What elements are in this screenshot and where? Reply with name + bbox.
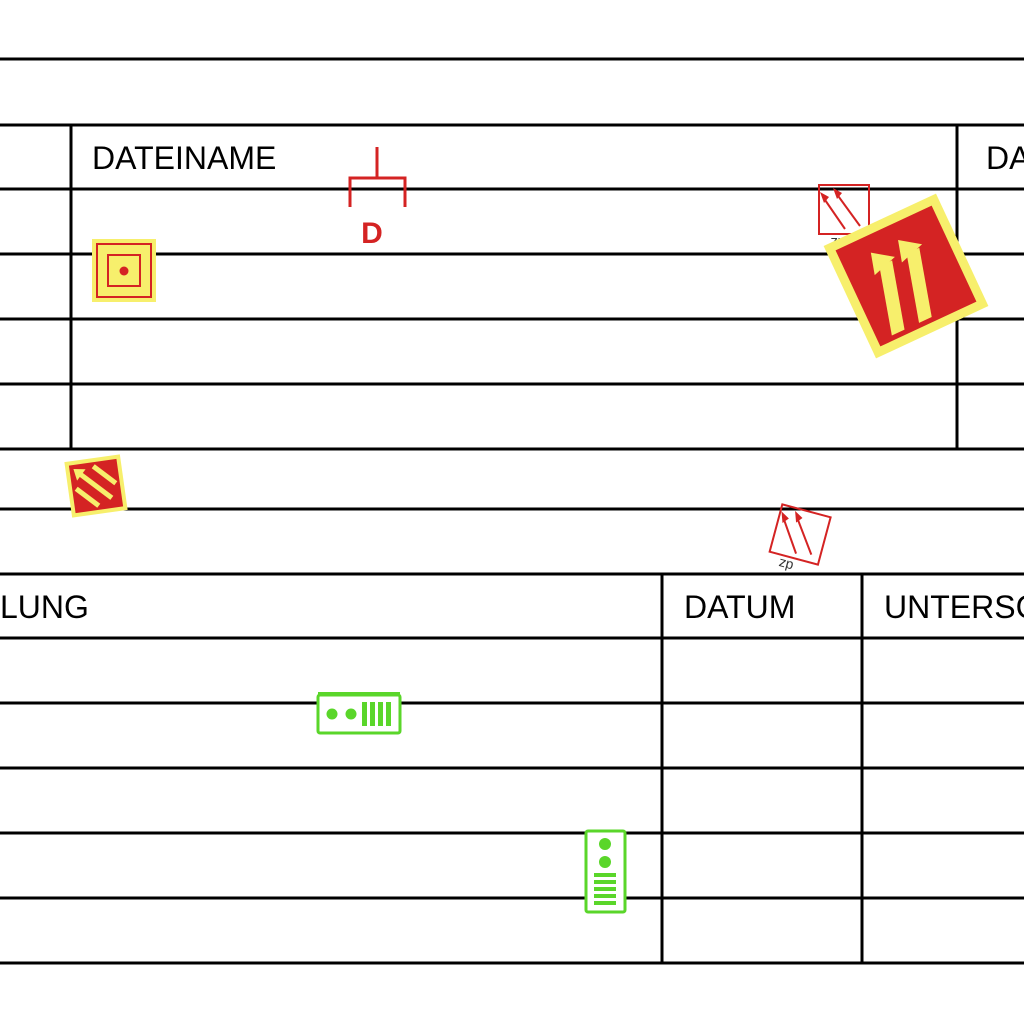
fire-alarm-button-icon — [92, 239, 156, 302]
svg-text:dz: dz — [776, 556, 794, 575]
branch-outlet-label: D — [361, 217, 383, 250]
upper-right-header-partial: DA — [986, 140, 1024, 176]
upper-table-grid — [0, 57, 1024, 511]
lower-left-header-partial: LUNG — [0, 589, 89, 625]
branch-outlet-icon: D — [348, 147, 407, 250]
signature-header-partial: UNTERSC — [884, 589, 1024, 625]
lower-table-grid — [0, 572, 1024, 965]
control-unit-horizontal-icon — [316, 692, 402, 735]
control-unit-vertical-icon — [584, 829, 627, 914]
small-smoke-exhaust-icon-2: dz — [768, 503, 832, 575]
large-smoke-exhaust-icon — [823, 193, 989, 359]
exhaust-sign-icon — [64, 454, 128, 518]
filename-header: DATEINAME — [92, 140, 277, 176]
date-header: DATUM — [684, 589, 796, 625]
